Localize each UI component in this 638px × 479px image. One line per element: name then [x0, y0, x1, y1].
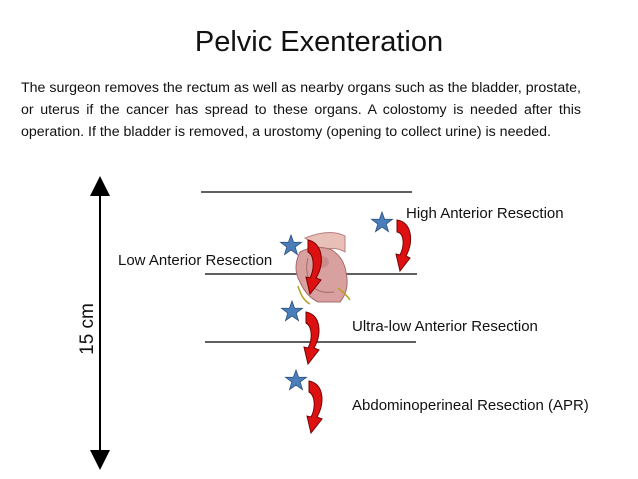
star-icon-ultra — [280, 299, 304, 322]
arrow-high — [395, 219, 412, 273]
star-icon-apr — [284, 368, 308, 391]
label-ultra-low-anterior-resection: Ultra-low Anterior Resection — [352, 318, 538, 335]
rectum-illustration — [295, 232, 351, 305]
star-icon-high — [370, 210, 394, 233]
star-icon-low — [279, 233, 303, 256]
description-paragraph: The surgeon removes the rectum as well a… — [21, 80, 581, 140]
arrow-ultra — [303, 311, 320, 366]
arrow-apr — [306, 380, 323, 435]
label-low-anterior-resection: Low Anterior Resection — [118, 252, 273, 269]
slide-title: Pelvic Exenteration — [194, 26, 444, 58]
arrow-low — [305, 239, 322, 296]
measure-label: 15 cm — [77, 303, 98, 355]
label-high-anterior-resection: High Anterior Resection — [406, 205, 564, 222]
label-abdominoperineal-resection: Abdominoperineal Resection (APR) — [352, 397, 589, 414]
